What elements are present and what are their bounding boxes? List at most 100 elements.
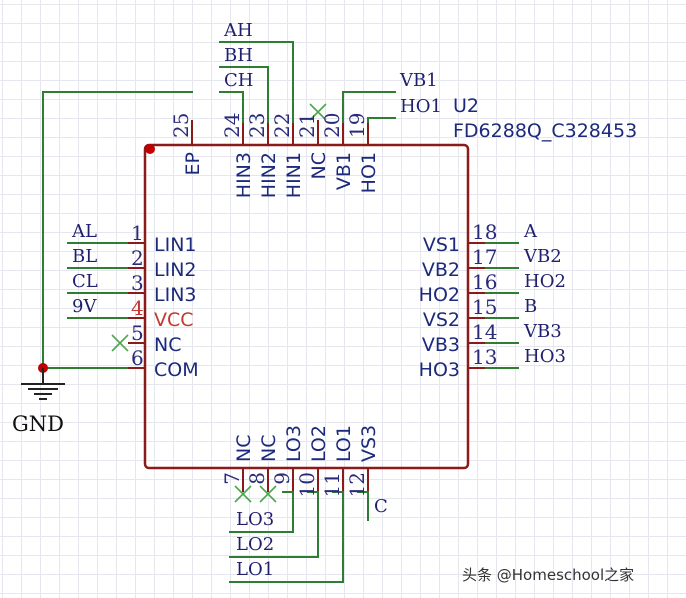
ic-body[interactable] [143, 143, 470, 470]
pin-8[interactable]: 8 NC [245, 435, 280, 503]
pin-number: 5 [131, 321, 144, 345]
component-value: FD6288Q_C328453 [453, 120, 637, 142]
pin-number: 24 [220, 113, 244, 138]
no-connect-icon [234, 485, 252, 503]
wire-ep-gnd [42, 91, 193, 369]
pin-name: VB2 [422, 259, 460, 281]
pin-number: 1 [131, 221, 144, 245]
pin-name: EP [182, 152, 204, 175]
pin-number: 22 [270, 113, 294, 138]
pin-number: 7 [220, 472, 244, 485]
pin-name: VCC [154, 309, 194, 331]
net-label: LO3 [236, 509, 274, 530]
net-label: BL [72, 246, 97, 267]
pin-number: 15 [472, 295, 497, 319]
net-label: LO2 [236, 534, 274, 555]
pin-number: 20 [320, 113, 344, 138]
pin-number: 10 [295, 472, 319, 497]
no-connect-icon [111, 334, 129, 352]
net-label: HO2 [524, 271, 566, 292]
pin-name: HIN1 [283, 152, 305, 198]
wire [219, 66, 269, 123]
pin-name: HO3 [419, 359, 460, 381]
wire [367, 117, 396, 123]
wire [219, 91, 244, 123]
net-label: A [523, 221, 538, 242]
pin-number: 2 [131, 246, 144, 270]
no-connect-icon [309, 103, 327, 121]
pin-name: NC [258, 435, 280, 462]
pin-name: LIN2 [154, 259, 197, 281]
pin-name: COM [154, 359, 199, 381]
pin-number: 3 [131, 271, 144, 295]
net-label: VB1 [399, 70, 438, 91]
pin-name: HIN2 [258, 152, 280, 198]
no-connect-icon [259, 485, 277, 503]
pin-name: HO2 [419, 284, 460, 306]
top-pins: 25EPCH24HIN3BH23HIN2AH22HIN121NCVB120VB1… [169, 20, 442, 198]
pin-name: LO1 [333, 425, 355, 462]
pin-number: 25 [169, 113, 193, 138]
wire [342, 91, 396, 123]
net-label: 9V [72, 296, 97, 317]
wire [357, 491, 369, 521]
pin-number: 13 [472, 345, 497, 369]
pin-name: VS2 [423, 309, 460, 331]
net-label: B [524, 296, 537, 317]
net-label: HO1 [400, 96, 442, 117]
component-designator: U2 [453, 95, 479, 117]
right-pins: 18VS1A17VB2VB216HO2HO215VS2B14VB3VB313HO… [419, 220, 566, 381]
wire [229, 491, 294, 533]
pin-name: VS3 [358, 425, 380, 462]
pin-number: 9 [270, 472, 294, 485]
net-label: CL [72, 271, 98, 292]
pin-7[interactable]: 7NC [220, 435, 255, 503]
net-label: VB2 [523, 246, 562, 267]
pin-name: LO2 [308, 425, 330, 462]
gnd-label: GND [12, 412, 64, 436]
pin-number: 17 [472, 245, 497, 269]
pin-number: 16 [472, 270, 497, 294]
pin-name: NC [308, 152, 330, 179]
pin-number: 18 [472, 220, 497, 244]
pin-number: 8 [245, 472, 269, 485]
pin-name: HIN3 [233, 152, 255, 198]
wire [219, 41, 294, 123]
net-label: VB3 [523, 321, 562, 342]
net-label: C [374, 496, 388, 517]
pin-name: LIN1 [154, 234, 197, 256]
net-label: LO1 [236, 559, 274, 580]
pin-name: VB3 [422, 334, 460, 356]
pin-number: 11 [320, 472, 344, 497]
pin-name: VB1 [333, 152, 355, 190]
net-label: BH [224, 45, 253, 66]
net-label: CH [224, 70, 253, 91]
pin-number: 6 [131, 346, 144, 370]
net-label: HO3 [524, 346, 566, 367]
